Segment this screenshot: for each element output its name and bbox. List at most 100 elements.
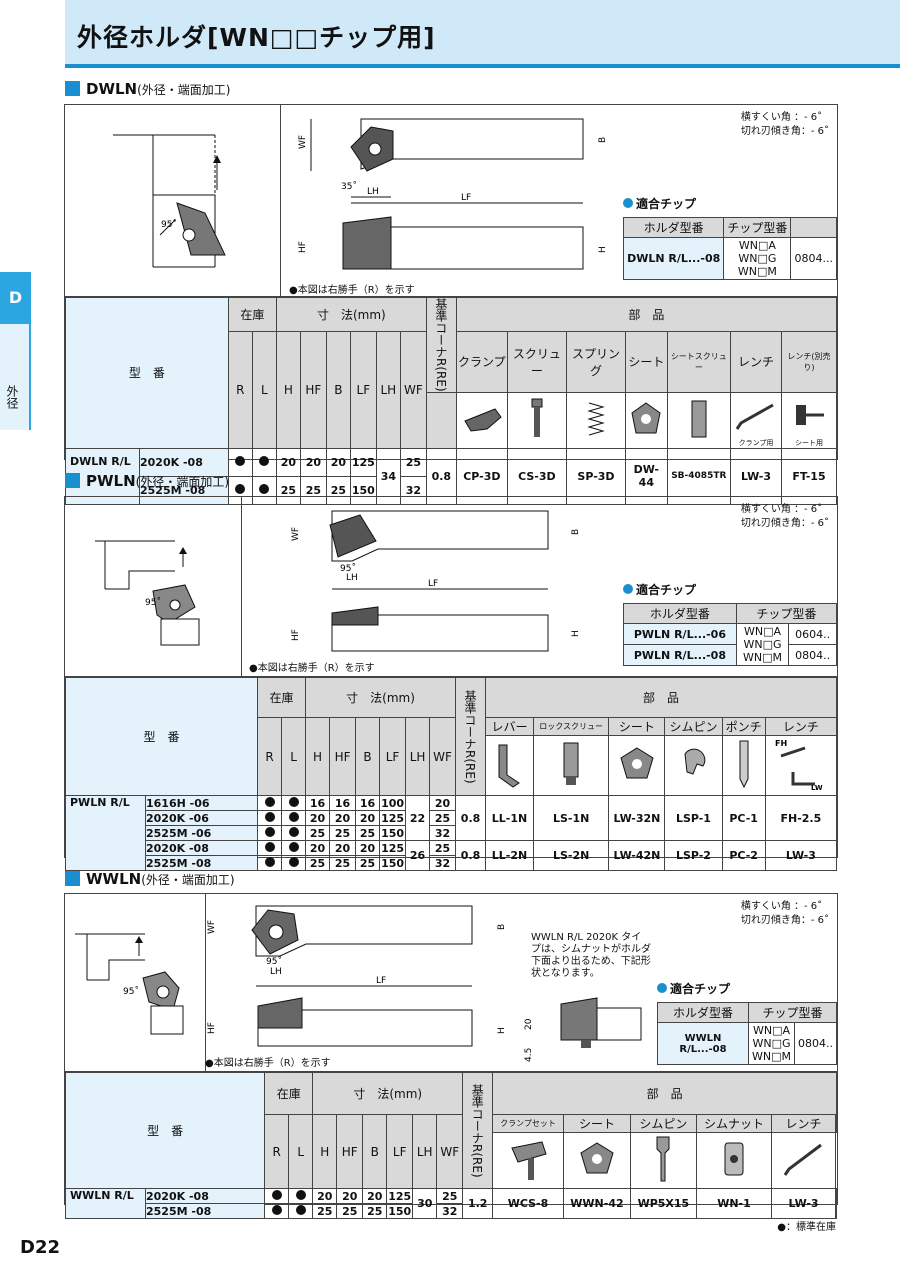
dwln-angles: 横すくい角 ：- 6˚切れ刃傾き角：- 6˚ bbox=[740, 112, 829, 137]
lever-icon bbox=[498, 744, 521, 788]
seat-icon bbox=[580, 1142, 614, 1174]
shim-pin-icon bbox=[656, 1136, 670, 1182]
pwln-panel: 95˚ WF 95˚ LH LF B HF H ●本図は右勝手（R）を示す 横す… bbox=[64, 496, 838, 871]
clamp-set-icon bbox=[511, 1141, 547, 1180]
dwln-spec-table: 型 番 在庫 寸 法(mm) 基準コーナR(RE) 部 品 R L H HF B… bbox=[65, 297, 838, 505]
svg-text:4.5: 4.5 bbox=[524, 1048, 534, 1062]
title-bar: 外径ホルダ[WN□□チップ用] bbox=[65, 0, 900, 68]
side-tab-label: 外径 bbox=[0, 324, 31, 430]
wrench-icon bbox=[783, 1143, 822, 1176]
wwln-holder-diagram: WF 95˚ LH LF B HF H bbox=[207, 905, 507, 1047]
svg-text:B: B bbox=[497, 924, 507, 930]
svg-text:WF: WF bbox=[298, 135, 308, 149]
stock-dot bbox=[295, 1189, 306, 1200]
section-heading-pwln: PWLN(外径・端面加工) bbox=[65, 472, 229, 490]
stock-dot bbox=[264, 841, 275, 852]
stock-dot bbox=[295, 1204, 306, 1215]
stock-dot bbox=[259, 483, 270, 494]
svg-text:LF: LF bbox=[376, 976, 386, 986]
shim-pin-icon bbox=[684, 748, 706, 775]
stock-dot bbox=[235, 483, 246, 494]
punch-icon bbox=[739, 740, 749, 789]
section-marker-icon bbox=[65, 81, 80, 96]
svg-text:HF: HF bbox=[207, 1022, 217, 1034]
dwln-panel: 95˚ WF 35˚ LH LF B HF H ●本図は右勝手（R）を示す 横す… bbox=[64, 104, 838, 505]
stock-dot bbox=[264, 826, 275, 837]
stock-dot bbox=[271, 1189, 282, 1200]
stock-dot bbox=[264, 796, 275, 807]
stock-dot bbox=[271, 1204, 282, 1215]
pwln-small-diagram: 95˚ bbox=[95, 540, 200, 646]
wrench-icon bbox=[735, 403, 774, 430]
pwln-holder-diagram: WF 95˚ LH LF B HF H bbox=[291, 510, 581, 652]
svg-text:B: B bbox=[571, 529, 581, 535]
stock-legend: ●：標準在庫 bbox=[777, 1222, 836, 1233]
svg-text:H: H bbox=[598, 246, 608, 253]
svg-text:20: 20 bbox=[524, 1018, 534, 1030]
dwln-right-hand-note: ●本図は右勝手（R）を示す bbox=[289, 285, 415, 296]
svg-text:95˚: 95˚ bbox=[340, 563, 356, 574]
pwln-right-hand-note: ●本図は右勝手（R）を示す bbox=[249, 663, 375, 674]
wwln-angles: 横すくい角 ：- 6˚切れ刃傾き角：- 6˚ bbox=[740, 901, 829, 926]
page-title: 外径ホルダ[WN□□チップ用] bbox=[77, 23, 436, 52]
spring-icon bbox=[587, 402, 605, 436]
wwln-side-diagram: 4.5 20 bbox=[524, 997, 642, 1062]
wwln-right-hand-note: ●本図は右勝手（R）を示す bbox=[205, 1058, 331, 1069]
side-tab-letter[interactable]: D bbox=[0, 272, 31, 324]
stock-dot bbox=[235, 455, 246, 466]
clamp-icon bbox=[464, 408, 502, 432]
section-heading-wwln: WWLN(外径・端面加工) bbox=[65, 870, 235, 888]
svg-text:FH: FH bbox=[775, 739, 787, 748]
svg-text:B: B bbox=[598, 137, 608, 143]
dwln-holder-diagram: WF 35˚ LH LF B HF H bbox=[298, 118, 608, 270]
pwln-spec-table: 型 番 在庫 寸 法(mm) 基準コーナR(RE) 部 品 R L H HF B… bbox=[64, 677, 838, 871]
shim-nut-icon bbox=[724, 1142, 744, 1176]
svg-text:95˚: 95˚ bbox=[266, 956, 282, 967]
pwln-angles: 横すくい角 ：- 6˚切れ刃傾き角：- 6˚ bbox=[740, 504, 829, 529]
section-marker-icon bbox=[65, 473, 80, 488]
svg-text:95˚: 95˚ bbox=[123, 986, 139, 997]
svg-text:LF: LF bbox=[461, 193, 471, 203]
svg-text:WF: WF bbox=[207, 920, 217, 934]
svg-text:95˚: 95˚ bbox=[145, 597, 161, 608]
svg-text:WF: WF bbox=[291, 527, 301, 541]
section-marker-icon bbox=[65, 871, 80, 886]
wwln-spec-table: 型 番 在庫 寸 法(mm) 基準コーナR(RE) 部 品 R L H HF B… bbox=[64, 1072, 838, 1219]
wwln-small-diagram: 95˚ bbox=[75, 933, 184, 1035]
stock-dot bbox=[288, 826, 299, 837]
lock-screw-icon bbox=[563, 742, 579, 785]
stock-dot bbox=[288, 841, 299, 852]
svg-text:35˚: 35˚ bbox=[341, 181, 357, 192]
wwln-panel: 95˚ WF 95˚ LH LF B HF H ●本図は右勝手（R）を示す 横す… bbox=[64, 893, 838, 1219]
stock-dot bbox=[264, 811, 275, 822]
dwln-diagram-area: 95˚ WF 35˚ LH LF B HF H ●本図は右勝手（R）を示す 横す… bbox=[65, 105, 837, 297]
pwln-diagram-area: 95˚ WF 95˚ LH LF B HF H ●本図は右勝手（R）を示す 横す… bbox=[65, 497, 838, 677]
stock-dot bbox=[288, 796, 299, 807]
seat-screw-icon bbox=[691, 400, 707, 438]
pwln-chip-title: 適合チップ bbox=[623, 581, 696, 598]
wrench-optional-icon bbox=[795, 404, 824, 425]
dwln-chip-title: 適合チップ bbox=[623, 195, 696, 212]
section-heading-dwln: DWLN(外径・端面加工) bbox=[65, 80, 230, 98]
dwln-small-diagram: 95˚ bbox=[113, 134, 226, 268]
svg-text:LW: LW bbox=[811, 784, 823, 792]
stock-dot bbox=[264, 856, 275, 867]
seat-icon bbox=[631, 402, 661, 434]
stock-dot bbox=[259, 455, 270, 466]
wwln-diagram-area: 95˚ WF 95˚ LH LF B HF H ●本図は右勝手（R）を示す 横す… bbox=[65, 894, 837, 1072]
seat-icon bbox=[620, 747, 654, 779]
screw-icon bbox=[531, 398, 543, 437]
stock-dot bbox=[288, 856, 299, 867]
wwln-side-note: WWLN R/L 2020K タイプは、シムナットがホルダ下面より出るため、下記… bbox=[531, 932, 651, 979]
wrench-icon: FH LW bbox=[775, 739, 823, 792]
page-number: D22 bbox=[20, 1237, 60, 1258]
svg-text:LH: LH bbox=[270, 967, 282, 977]
stock-dot bbox=[288, 811, 299, 822]
svg-text:HF: HF bbox=[291, 629, 301, 641]
svg-text:LH: LH bbox=[346, 573, 358, 583]
svg-text:H: H bbox=[497, 1027, 507, 1034]
svg-text:LF: LF bbox=[428, 579, 438, 589]
